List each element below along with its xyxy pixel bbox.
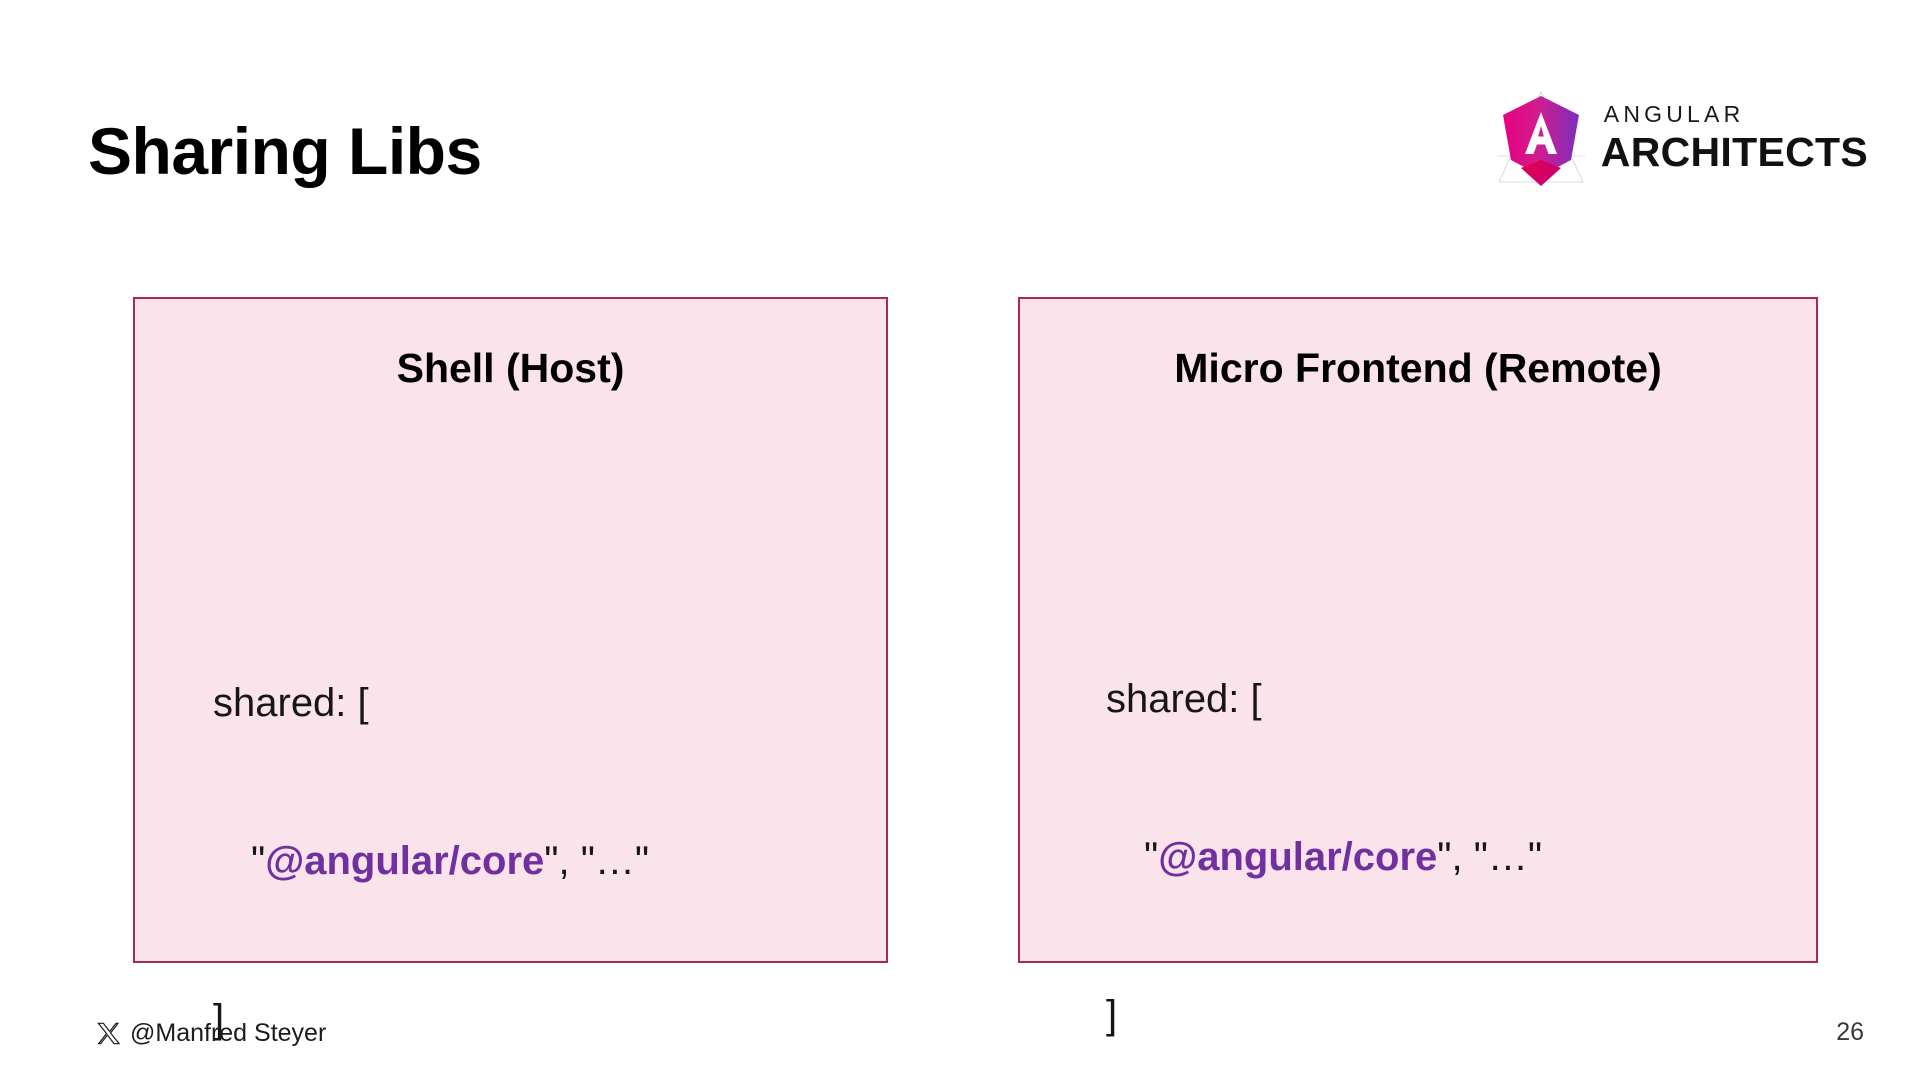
code-package-name: @angular/core	[1158, 834, 1438, 879]
code-line-package: "@angular/core", "…"	[213, 835, 649, 888]
panel-heading-shell: Shell (Host)	[396, 345, 625, 391]
x-twitter-icon	[96, 1021, 121, 1046]
page-number: 26	[1836, 1018, 1864, 1046]
code-block-remote: shared: [ "@angular/core", "…" ]	[1106, 567, 1542, 1080]
footer-social-handle: @Manfred Steyer	[96, 1019, 326, 1048]
brand-logo: ANGULAR ARCHITECTS	[1495, 86, 1868, 190]
code-line-close: ]	[1106, 993, 1118, 1038]
brand-wordmark: ANGULAR ARCHITECTS	[1601, 103, 1868, 173]
angular-architects-shield-icon	[1495, 86, 1587, 190]
panel-shell-host: Shell (Host) shared: [ "@angular/core", …	[133, 297, 888, 1041]
panel-micro-frontend-remote: Micro Frontend (Remote) shared: [ "@angu…	[1018, 297, 1818, 1037]
code-line-open: shared: [	[1106, 676, 1262, 721]
code-quote-open: "	[1144, 834, 1159, 879]
code-quote-rest: ", "…"	[544, 838, 650, 883]
code-line-open: shared: [	[213, 680, 369, 725]
footer-handle-text: @Manfred Steyer	[130, 1019, 327, 1047]
code-line-close: ]	[213, 997, 225, 1042]
brand-word-angular: ANGULAR	[1603, 101, 1745, 127]
code-package-name: @angular/core	[265, 838, 545, 883]
code-block-shell: shared: [ "@angular/core", "…" ]	[213, 571, 649, 1080]
code-quote-rest: ", "…"	[1437, 834, 1543, 879]
code-line-package: "@angular/core", "…"	[1106, 831, 1542, 884]
panel-heading-remote: Micro Frontend (Remote)	[1174, 345, 1662, 391]
code-quote-open: "	[251, 838, 266, 883]
brand-word-architects: ARCHITECTS	[1600, 129, 1868, 175]
page-title: Sharing Libs	[88, 114, 482, 188]
